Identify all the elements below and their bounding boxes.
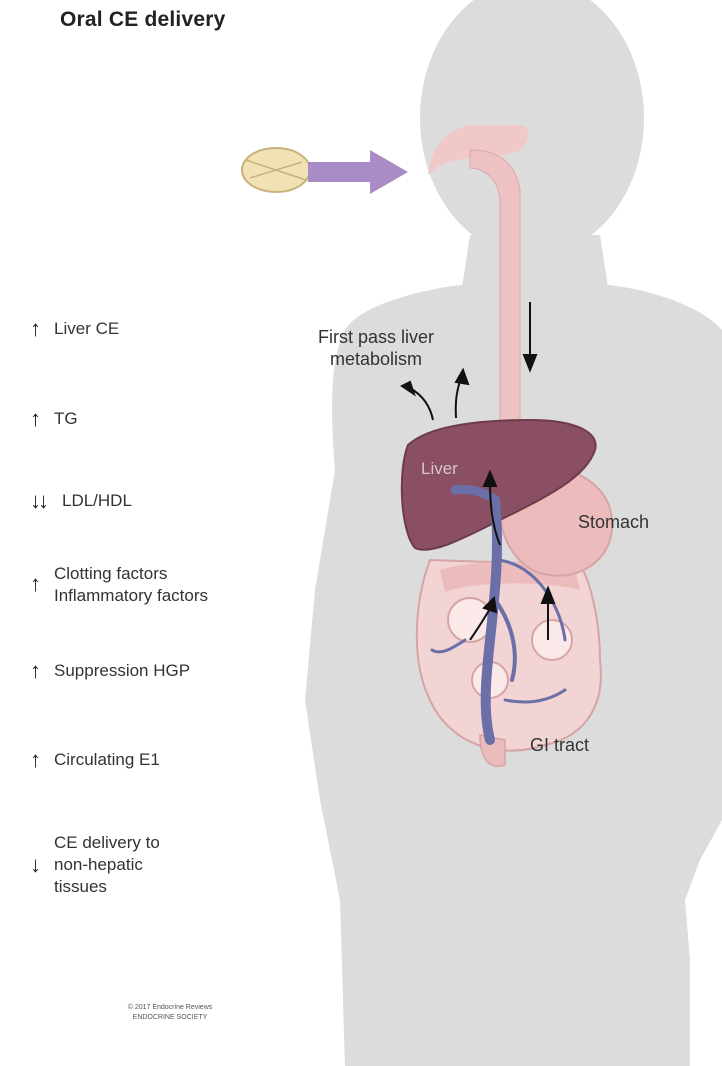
first-pass-label: First pass liver metabolism [276, 326, 476, 370]
ingestion-arrow [308, 150, 408, 194]
copyright-notice: © 2017 Endocrine Reviews ENDOCRINE SOCIE… [80, 1003, 260, 1023]
effect-label: Suppression HGP [54, 660, 190, 682]
up-arrow-icon: ↑ [30, 573, 54, 595]
stomach-label: Stomach [578, 511, 649, 533]
effect-label: Clotting factors Inflammatory factors [54, 563, 208, 607]
effect-tg: ↑ TG [30, 408, 78, 430]
liver-label: Liver [421, 458, 458, 480]
page-title: Oral CE delivery [60, 8, 225, 32]
up-arrow-icon: ↑ [30, 318, 54, 340]
effect-ldl-hdl: ↓↓ LDL/HDL [30, 490, 132, 512]
gi-tract-label: GI tract [530, 734, 589, 756]
effect-label: TG [54, 408, 78, 430]
effect-label: LDL/HDL [62, 490, 132, 512]
up-arrow-icon: ↑ [30, 749, 54, 771]
double-down-arrow-icon: ↓↓ [30, 490, 62, 512]
effect-label: CE delivery to non-hepatic tissues [54, 832, 160, 898]
effect-label: Circulating E1 [54, 749, 160, 771]
up-arrow-icon: ↑ [30, 408, 54, 430]
down-arrow-icon: ↓ [30, 854, 54, 876]
up-arrow-icon: ↑ [30, 660, 54, 682]
effect-liver-ce: ↑ Liver CE [30, 318, 119, 340]
effect-circulating-e1: ↑ Circulating E1 [30, 749, 160, 771]
effect-clotting-inflammatory: ↑ Clotting factors Inflammatory factors [30, 563, 208, 607]
effect-suppression-hgp: ↑ Suppression HGP [30, 660, 190, 682]
pill [242, 148, 310, 192]
effect-label: Liver CE [54, 318, 119, 340]
effect-ce-delivery: ↓ CE delivery to non-hepatic tissues [30, 832, 160, 898]
